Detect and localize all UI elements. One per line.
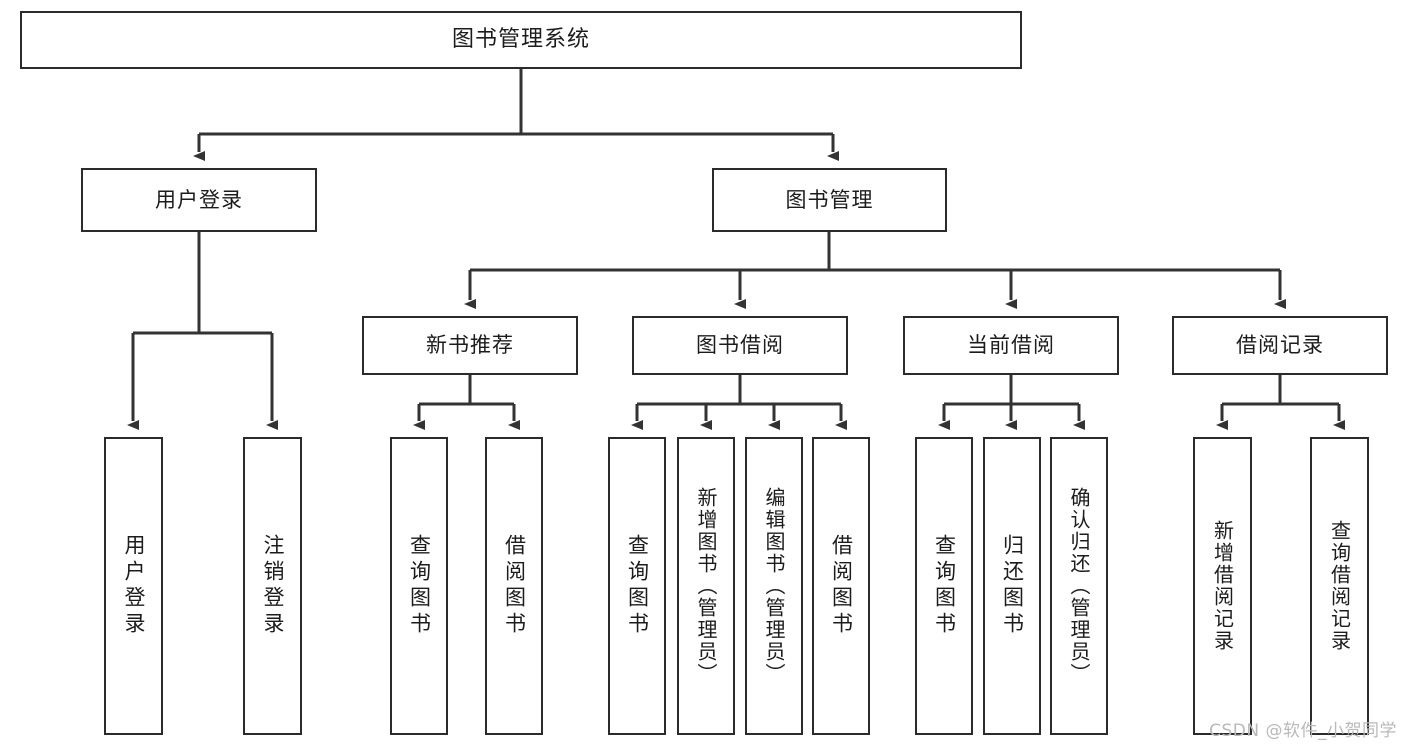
node-book-manage[interactable]: 图书管理 — [712, 168, 947, 232]
leaf-borrow-book-2[interactable]: 借阅图书 — [812, 437, 870, 735]
leaf-add-book-label: 新增图书（管理员） — [694, 487, 718, 685]
node-book-manage-label: 图书管理 — [785, 187, 874, 212]
node-root[interactable]: 图书管理系统 — [20, 11, 1022, 69]
leaf-borrow-book-1[interactable]: 借阅图书 — [485, 437, 543, 735]
leaf-add-record[interactable]: 新增借阅记录 — [1193, 437, 1252, 735]
node-root-label: 图书管理系统 — [451, 27, 590, 53]
leaf-user-login-label: 用户登录 — [122, 534, 146, 638]
node-user-login-label: 用户登录 — [155, 187, 243, 212]
node-book-borrow[interactable]: 图书借阅 — [632, 316, 848, 375]
node-current-borrow[interactable]: 当前借阅 — [903, 316, 1119, 375]
leaf-add-record-label: 新增借阅记录 — [1210, 520, 1235, 652]
leaf-return-book-label: 归还图书 — [1000, 534, 1025, 638]
leaf-user-login[interactable]: 用户登录 — [104, 437, 163, 735]
leaf-query-book-1-label: 查询图书 — [407, 534, 432, 638]
leaf-borrow-book-1-label: 借阅图书 — [502, 534, 527, 638]
leaf-confirm-return-label: 确认归还（管理员） — [1067, 487, 1091, 685]
node-current-borrow-label: 当前借阅 — [967, 333, 1055, 358]
leaf-confirm-return[interactable]: 确认归还（管理员） — [1050, 437, 1108, 735]
node-book-borrow-label: 图书借阅 — [696, 333, 784, 358]
leaf-query-book-3[interactable]: 查询图书 — [915, 437, 973, 735]
leaf-add-book[interactable]: 新增图书（管理员） — [677, 437, 735, 735]
node-new-book-rec[interactable]: 新书推荐 — [362, 316, 578, 375]
node-user-login[interactable]: 用户登录 — [81, 168, 317, 232]
leaf-user-logout-label: 注销登录 — [261, 534, 285, 638]
leaf-borrow-book-2-label: 借阅图书 — [829, 534, 854, 638]
leaf-query-book-2-label: 查询图书 — [625, 534, 650, 638]
leaf-return-book[interactable]: 归还图书 — [983, 437, 1041, 735]
leaf-query-record-label: 查询借阅记录 — [1327, 520, 1352, 652]
leaf-query-book-1[interactable]: 查询图书 — [390, 437, 448, 735]
leaf-query-record[interactable]: 查询借阅记录 — [1310, 437, 1369, 735]
leaf-edit-book-label: 编辑图书（管理员） — [762, 487, 786, 685]
leaf-query-book-2[interactable]: 查询图书 — [608, 437, 666, 735]
leaf-user-logout[interactable]: 注销登录 — [243, 437, 302, 735]
node-borrow-record-label: 借阅记录 — [1236, 333, 1324, 358]
node-new-book-rec-label: 新书推荐 — [426, 333, 514, 358]
leaf-edit-book[interactable]: 编辑图书（管理员） — [745, 437, 803, 735]
leaf-query-book-3-label: 查询图书 — [932, 534, 957, 638]
node-borrow-record[interactable]: 借阅记录 — [1172, 316, 1388, 375]
